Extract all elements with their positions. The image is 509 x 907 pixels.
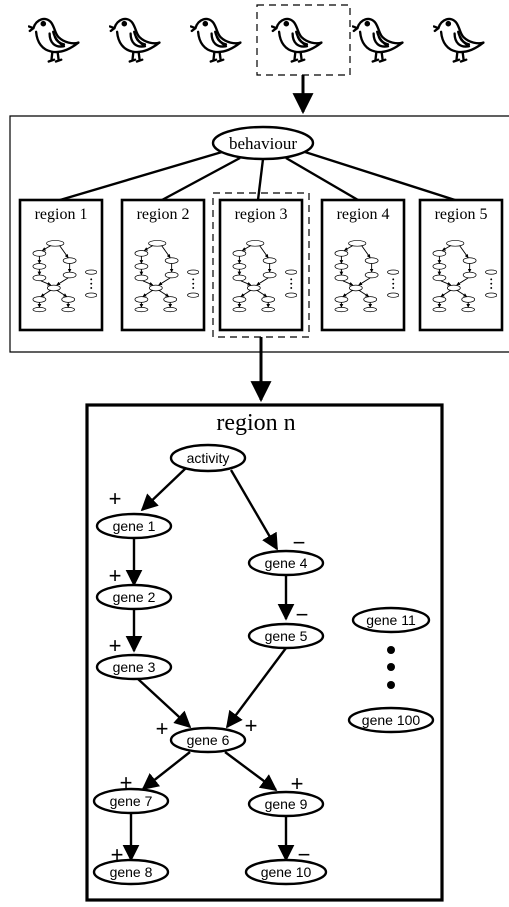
region-label: region 4 <box>337 206 390 223</box>
behaviour-label: behaviour <box>229 134 297 153</box>
region-label: region 2 <box>137 206 190 223</box>
plus-sign: + <box>120 770 133 795</box>
gene-label: gene 100 <box>362 712 421 728</box>
plus-sign: + <box>109 633 122 658</box>
minus-sign: − <box>296 602 309 627</box>
region-label: region 5 <box>435 206 488 223</box>
bird-icon <box>352 17 404 63</box>
region-box-2: region 2 <box>120 198 206 332</box>
gene-label: gene 6 <box>187 732 230 748</box>
minus-sign: − <box>293 530 306 555</box>
node-gene-3: gene 3 <box>95 653 173 681</box>
plus-sign: + <box>156 716 169 741</box>
bird-row <box>28 4 485 76</box>
activity-label: activity <box>187 450 230 466</box>
region-label: region 1 <box>35 206 88 223</box>
plus-sign: + <box>291 771 304 796</box>
ellipsis-dots <box>387 646 395 689</box>
regulation-signs: + − + − + + + + + + − <box>109 486 311 867</box>
node-gene-11: gene 11 <box>351 606 431 634</box>
node-gene-4: gene 4 <box>247 549 325 577</box>
gene-label: gene 2 <box>113 589 156 605</box>
node-gene-6: gene 6 <box>169 726 247 754</box>
bird-icon-selected <box>271 17 323 63</box>
bird-icon <box>28 17 80 63</box>
bird-icon <box>190 17 242 63</box>
behaviour-edges <box>59 150 456 202</box>
region-box-3: region 3 <box>212 192 310 338</box>
plus-sign: + <box>109 563 122 588</box>
gene-label: gene 11 <box>366 612 416 628</box>
minus-sign: − <box>298 842 311 867</box>
gene-label: gene 7 <box>110 793 153 809</box>
region-detail-title: region n <box>216 410 295 436</box>
node-gene-9: gene 9 <box>247 790 325 818</box>
node-gene-8: gene 8 <box>92 858 170 886</box>
plus-sign: + <box>245 713 258 738</box>
gene-label: gene 3 <box>113 659 156 675</box>
region-box-4: region 4 <box>320 198 406 332</box>
node-gene-5: gene 5 <box>247 622 325 650</box>
detail-edges <box>122 467 295 862</box>
region-detail-panel: region n activity gene 1 gene 2 <box>85 403 444 902</box>
gene-label: gene 8 <box>110 864 153 880</box>
node-gene-1: gene 1 <box>95 512 173 540</box>
gene-label: gene 4 <box>265 555 308 571</box>
region-box-1: region 1 <box>18 198 104 332</box>
node-gene-10: gene 10 <box>244 858 328 886</box>
gene-label: gene 10 <box>261 864 312 880</box>
regions-panel: behaviour region 1 region 2 region 3 <box>9 115 509 353</box>
region-box-5: region 5 <box>418 198 504 332</box>
gene-label: gene 9 <box>265 796 308 812</box>
node-gene-7: gene 7 <box>92 787 170 815</box>
region-label: region 3 <box>235 206 288 223</box>
bird-icon <box>433 17 485 63</box>
node-gene-2: gene 2 <box>95 583 173 611</box>
plus-sign: + <box>109 486 122 511</box>
plus-sign: + <box>111 842 124 867</box>
node-gene-100: gene 100 <box>347 706 435 734</box>
gene-label: gene 1 <box>113 518 156 534</box>
gene-label: gene 5 <box>265 628 308 644</box>
bird-icon <box>109 17 161 63</box>
node-activity: activity <box>169 443 247 473</box>
